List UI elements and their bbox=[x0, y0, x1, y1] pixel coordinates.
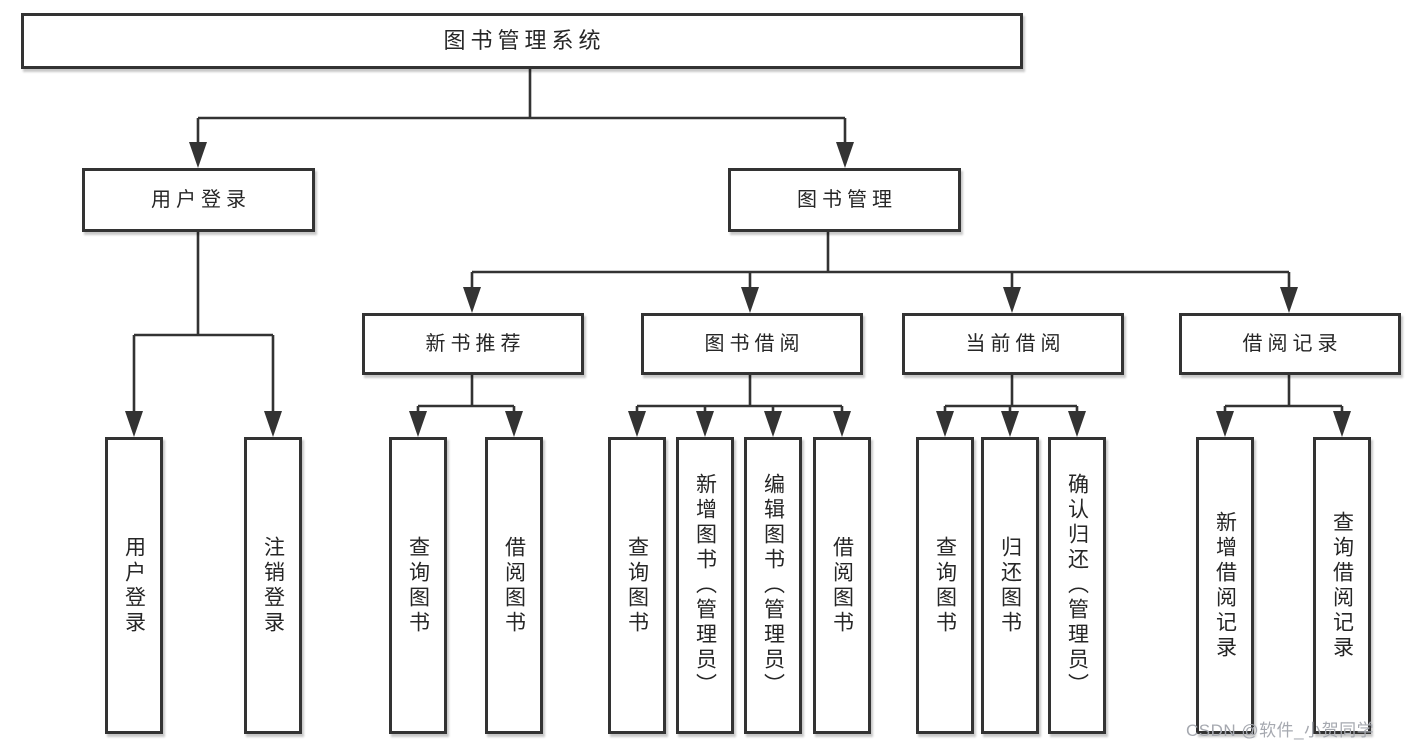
tree-edges bbox=[132, 69, 1344, 415]
leaf-query-books: 查询图书 bbox=[608, 437, 666, 734]
node-label: 查询图书 bbox=[933, 535, 957, 636]
node-label: 用户登录 bbox=[151, 189, 251, 211]
node-label: 注销登录 bbox=[261, 535, 285, 636]
leaf-add-books-admin: 新增图书（管理员） bbox=[676, 437, 734, 734]
node-label: 查询图书 bbox=[406, 535, 430, 636]
node-current-borrowing: 当前借阅 bbox=[902, 313, 1124, 375]
leaf-borrow-books: 借阅图书 bbox=[813, 437, 871, 734]
node-label: 图书借阅 bbox=[704, 333, 805, 355]
node-label: 用户登录 bbox=[122, 535, 146, 636]
node-borrowing-records: 借阅记录 bbox=[1179, 313, 1401, 375]
node-book-borrowing: 图书借阅 bbox=[641, 313, 863, 375]
leaf-query-books: 查询图书 bbox=[916, 437, 974, 734]
node-new-book-recommendation: 新书推荐 bbox=[362, 313, 584, 375]
node-library-management-system: 图书管理系统 bbox=[21, 13, 1023, 69]
node-label: 确认归还（管理员） bbox=[1065, 473, 1089, 698]
node-label: 借阅图书 bbox=[502, 535, 526, 636]
node-label: 新增图书（管理员） bbox=[693, 473, 717, 698]
node-label: 当前借阅 bbox=[965, 333, 1066, 355]
node-label: 新书推荐 bbox=[425, 333, 526, 355]
leaf-add-borrow-record: 新增借阅记录 bbox=[1196, 437, 1254, 734]
node-label: 借阅记录 bbox=[1242, 333, 1343, 355]
node-label: 查询图书 bbox=[625, 535, 649, 636]
node-label: 图书管理 bbox=[797, 189, 897, 211]
node-label: 图书管理系统 bbox=[443, 28, 606, 53]
leaf-borrow-books: 借阅图书 bbox=[485, 437, 543, 734]
leaf-query-books: 查询图书 bbox=[389, 437, 447, 734]
node-label: 借阅图书 bbox=[830, 535, 854, 636]
leaf-logout: 注销登录 bbox=[244, 437, 302, 734]
node-label: 新增借阅记录 bbox=[1213, 510, 1237, 661]
node-user-login: 用户登录 bbox=[82, 168, 315, 232]
node-label: 归还图书 bbox=[998, 535, 1022, 636]
node-label: 编辑图书（管理员） bbox=[761, 473, 785, 698]
leaf-user-login: 用户登录 bbox=[105, 437, 163, 734]
csdn-watermark: CSDN @软件_小贺同学 bbox=[1186, 721, 1375, 740]
leaf-query-borrow-record: 查询借阅记录 bbox=[1313, 437, 1371, 734]
node-book-management: 图书管理 bbox=[728, 168, 961, 232]
leaf-edit-books-admin: 编辑图书（管理员） bbox=[744, 437, 802, 734]
node-label: 查询借阅记录 bbox=[1330, 510, 1354, 661]
leaf-return-books: 归还图书 bbox=[981, 437, 1039, 734]
leaf-confirm-return-admin: 确认归还（管理员） bbox=[1048, 437, 1106, 734]
